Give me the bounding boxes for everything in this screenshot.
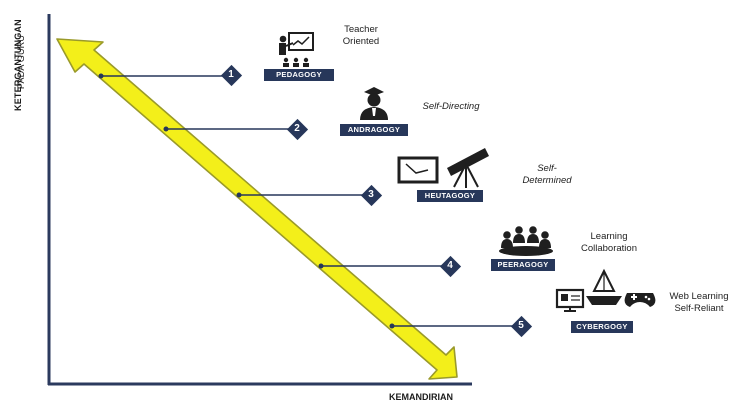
- connector-dot: [98, 73, 104, 79]
- stage-connector-4: [318, 263, 450, 269]
- teacher-board-icon: [279, 32, 314, 67]
- connector-dot: [389, 323, 395, 329]
- connector-dot: [163, 126, 169, 132]
- caption-line: Web Learning: [669, 291, 729, 302]
- stage-caption-3: Self- Determined: [519, 163, 575, 187]
- stage-badge-pedagogy: PEDAGOGY: [264, 69, 334, 81]
- connector-dot: [318, 263, 324, 269]
- stage-caption-4: Learning Collaboration: [573, 231, 645, 255]
- stage-connector-1: [98, 73, 230, 79]
- stage-badge-peeragogy: PEERAGOGY: [491, 259, 555, 271]
- caption-line: Self-Directing: [422, 101, 480, 112]
- stage-caption-2: Self-Directing: [416, 101, 486, 113]
- stage-number-1: 1: [228, 69, 234, 80]
- stage-connector-3: [236, 192, 371, 198]
- stage-diamond-1: [220, 64, 243, 87]
- caption-line: Self-: [537, 163, 557, 174]
- telescope-icon: [397, 148, 489, 188]
- caption-line: Oriented: [342, 36, 380, 47]
- stage-number-3: 3: [368, 189, 374, 200]
- caption-line: Collaboration: [581, 243, 637, 254]
- stage-badge-cybergogy: CYBERGOGY: [571, 321, 633, 333]
- stage-diamond-5: [510, 315, 533, 338]
- stage-badge-andragogy: ANDRAGOGY: [340, 124, 408, 136]
- connector-dot: [236, 192, 242, 198]
- cyber-devices-icon: [555, 268, 656, 312]
- stage-caption-1: Teacher Oriented: [336, 24, 386, 48]
- caption-line: Teacher: [344, 24, 378, 35]
- x-axis-label: KEMANDIRIAN: [389, 392, 453, 402]
- progress-arrow: [56, 38, 458, 380]
- caption-line: Determined: [522, 175, 572, 186]
- group-meeting-icon: [499, 226, 553, 256]
- stage-number-4: 4: [447, 260, 453, 271]
- stage-caption-5: Web Learning Self-Reliant: [663, 291, 735, 315]
- stage-badge-heutagogy: HEUTAGOGY: [417, 190, 483, 202]
- graduate-person-icon: [360, 87, 388, 120]
- y-axis-label-line2: PADA GURU: [16, 34, 26, 90]
- stage-number-5: 5: [518, 320, 524, 331]
- stage-connector-2: [163, 126, 296, 132]
- caption-line: Learning: [590, 231, 628, 242]
- stage-connector-5: [389, 323, 522, 329]
- caption-line: Self-Reliant: [674, 303, 724, 314]
- stage-number-2: 2: [294, 123, 300, 134]
